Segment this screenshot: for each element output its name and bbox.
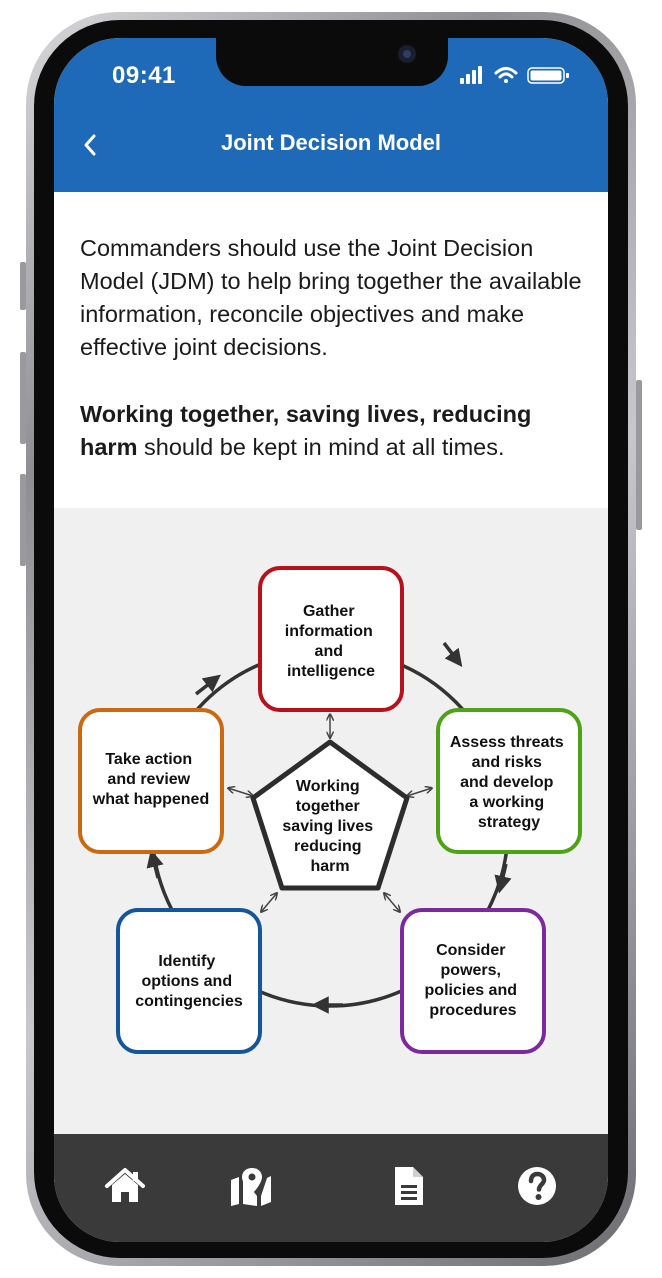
link-arrow-right: [407, 788, 432, 796]
tab-bar: [54, 1134, 608, 1242]
svg-text:Take action and revi: Take action and review what happened: [92, 751, 209, 808]
jdm-diagram-svg: Working together saving lives reducing h…: [78, 566, 582, 1054]
step-identify-options: Identify options and contingencies: [116, 908, 262, 1054]
svg-text:Assess threats and r: Assess threats and risks and develop a w…: [450, 734, 568, 831]
phone-power-button: [636, 380, 642, 530]
center-pentagon: [250, 739, 410, 891]
map-icon: [231, 1168, 271, 1206]
phone-volume-down: [20, 474, 26, 566]
intro-section: Commanders should use the Joint Decision…: [54, 192, 608, 508]
tab-help[interactable]: [512, 1164, 562, 1208]
app-screen: 09:41: [54, 38, 608, 1242]
tab-documents[interactable]: [384, 1164, 434, 1208]
step-consider-powers: Consider powers, policies and procedures: [400, 908, 546, 1054]
step-assess-threats: Assess threats and risks and develop a w…: [436, 708, 582, 854]
phone-silent-switch: [20, 262, 26, 310]
tab-map[interactable]: [226, 1164, 276, 1208]
link-arrow-left: [228, 788, 253, 796]
camera-icon: [398, 45, 416, 63]
app-header: 09:41: [54, 38, 608, 192]
tagline-text: Working together, saving lives, reducing…: [80, 398, 590, 464]
tagline-rest: should be kept in mind at all times.: [144, 434, 505, 460]
status-time: 09:41: [112, 62, 176, 89]
cycle-arrow-1: [442, 641, 463, 667]
step-take-action: Take action and review what happened: [78, 708, 224, 854]
svg-text:Gather information: Gather information and intelligence: [285, 603, 377, 680]
cycle-arrow-4: [146, 849, 164, 879]
home-icon: [105, 1168, 145, 1202]
link-arrow-bottom-right: [384, 893, 400, 912]
cycle-arrow-2: [494, 863, 512, 894]
page-title: Joint Decision Model: [220, 130, 442, 155]
intro-text: Commanders should use the Joint Decision…: [80, 235, 582, 360]
tagline-bold: Working together, saving lives, reducing…: [80, 401, 532, 460]
svg-text:Identify options and: Identify options and contingencies: [135, 953, 243, 1010]
notch: [216, 38, 448, 86]
link-arrow-bottom-left: [261, 893, 277, 912]
back-button[interactable]: [76, 128, 106, 162]
cycle-arrow-5: [194, 674, 221, 696]
jdm-diagram: Working together saving lives reducing h…: [54, 508, 608, 1134]
status-icons: [460, 64, 572, 91]
cellular-signal-icon: [460, 66, 482, 84]
battery-icon: [527, 67, 569, 84]
svg-text:Consider powers,: Consider powers, policies and procedures: [425, 942, 522, 1019]
wifi-icon: [494, 67, 518, 83]
tab-home[interactable]: [100, 1164, 150, 1208]
center-text: Working together saving lives reducing h…: [282, 778, 377, 875]
phone-volume-up: [20, 352, 26, 444]
chevron-left-icon: [84, 134, 96, 156]
document-icon: [395, 1167, 423, 1205]
step-gather-information: Gather information and intelligence: [258, 566, 404, 712]
help-icon: [518, 1167, 556, 1205]
